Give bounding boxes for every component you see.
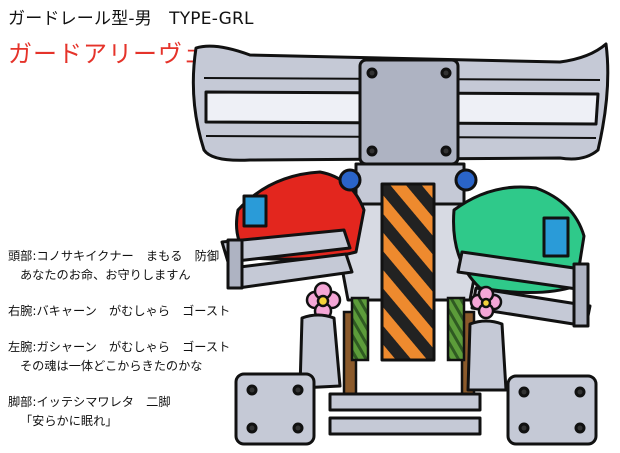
feet (234, 372, 598, 446)
spec-legs: 脚部:イッテシマワレタ 二脚 (8, 395, 171, 409)
spec-left-arm: 左腕:ガシャーン がむしゃら ゴースト (8, 340, 231, 354)
green-car-arm (452, 168, 592, 328)
spec-left-arm-note: その魂は一体どこからきたのかな (20, 359, 203, 373)
type-title: ガードレール型-男 TYPE-GRL (8, 9, 254, 29)
flower-left (469, 285, 503, 320)
red-car-arm (220, 168, 366, 290)
spec-head-note: あなたのお命、お守りしますん (20, 268, 191, 282)
spec-right-arm: 右腕:バキャーン がむしゃら ゴースト (8, 304, 231, 318)
spec-head: 頭部:コノサキイクナー まもる 防御 (8, 249, 220, 263)
guardrail-head (191, 42, 610, 166)
robot-name: ガードアリーヴェ (8, 40, 208, 68)
spec-legs-note: 「安らかに眠れ」 (20, 414, 118, 428)
legs (298, 313, 508, 436)
flower-right (305, 281, 342, 321)
